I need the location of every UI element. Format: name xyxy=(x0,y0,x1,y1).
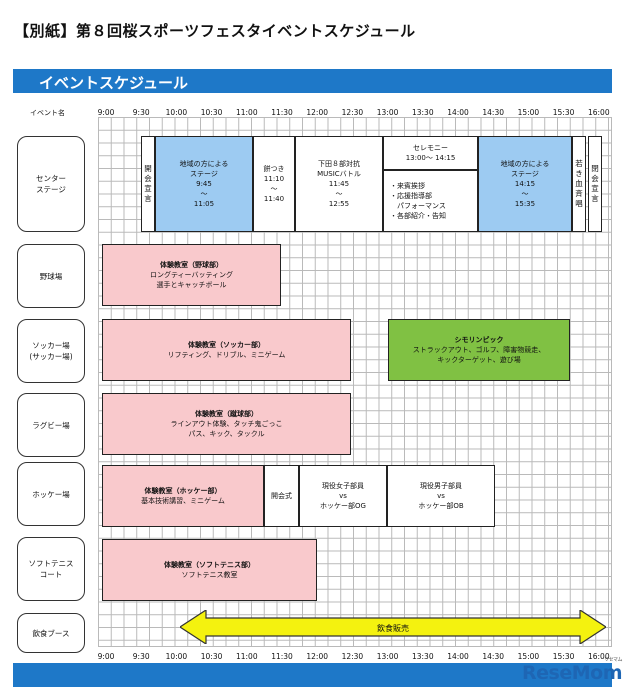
header-time-label: 11:00 xyxy=(235,108,258,117)
header-time-label: 10:00 xyxy=(165,108,188,117)
footer-time-label: 11:30 xyxy=(271,652,293,661)
footer-time-label: 10:30 xyxy=(200,652,223,661)
venue-food-booth: 飲食ブース xyxy=(17,613,85,653)
resemom-logo: ReseMom リセマム xyxy=(522,657,622,684)
event-title: 地域の方による ステージ xyxy=(179,160,229,178)
event-local-stage-1: 地域の方による ステージ 9:45 〜 11:05 xyxy=(155,136,253,232)
event-baseball-clinic: 体験教室（野球部） ロングティーバッティング 選手とキャッチボール xyxy=(102,244,281,306)
event-ceremony-details: ・来賓挨拶 ・応援指導部 パフォーマンス ・各部紹介・告知 xyxy=(383,170,478,232)
footer-time-label: 12:30 xyxy=(341,652,364,661)
venue-hockey: ホッケー場 xyxy=(17,462,85,526)
footer-time-label: 9:30 xyxy=(132,652,150,661)
event-time: 11:45 〜 12:55 xyxy=(328,180,350,208)
event-desc: ラインアウト体験、タッチ鬼ごっこ パス、キック、タックル xyxy=(170,420,283,438)
footer-time-label: 14:30 xyxy=(482,652,504,661)
event-ceremony: セレモニー 13:00〜 14:15 xyxy=(383,136,478,170)
header-time-label: 9:30 xyxy=(132,108,150,117)
event-mochitsuki: 餅つき 11:10 〜 11:40 xyxy=(253,136,295,232)
header-time-label: 14:30 xyxy=(482,108,504,117)
header-time-label: 12:00 xyxy=(306,108,328,117)
header-time-label: 12:30 xyxy=(341,108,364,117)
event-local-stage-2: 地域の方による ステージ 14:15 〜 15:35 xyxy=(478,136,572,232)
header-time-label: 13:30 xyxy=(411,108,434,117)
header-time-label: 14:00 xyxy=(447,108,469,117)
event-softtennis-clinic: 体験教室（ソフトテニス部） ソフトテニス教室 xyxy=(102,539,317,601)
event-opening-declaration: 開 会 宣 言 xyxy=(141,136,155,232)
header-time-label: 10:30 xyxy=(200,108,223,117)
banner-bar: イベントスケジュール xyxy=(13,69,612,93)
venue-baseball: 野球場 xyxy=(17,244,85,308)
event-hockey-clinic: 体験教室（ホッケー部） 基本技術講習、ミニゲーム xyxy=(102,465,264,527)
logo-text: ReseMom xyxy=(522,662,622,684)
event-hockey-men-vs-ob: 現役男子部員 vs ホッケー部OB xyxy=(387,465,495,527)
event-time: 9:45 〜 11:05 xyxy=(193,180,215,208)
event-closing-declaration: 閉 会 宣 言 xyxy=(588,136,602,232)
footer-time-label: 13:30 xyxy=(411,652,434,661)
event-hockey-opening-ceremony: 開会式 xyxy=(264,465,299,527)
event-desc: ソフトテニス教室 xyxy=(181,571,238,579)
food-sales-arrow: 飲食販売 xyxy=(180,610,606,644)
document-title: 【別紙】第８回桜スポーツフェスタイベントスケジュール xyxy=(14,22,416,40)
footer-bar xyxy=(13,663,612,687)
footer-time-label: 16:00 xyxy=(587,652,610,661)
event-name-header: イベント名 xyxy=(30,109,65,117)
header-time-label: 15:00 xyxy=(517,108,540,117)
event-desc: ストラックアウト、ゴルフ、障害物競走、 キックターゲット、遊び場 xyxy=(412,346,546,364)
event-anthem: 若 き 血 斉 唱 xyxy=(572,136,586,232)
logo-subtext: リセマム xyxy=(603,657,623,663)
event-desc: 基本技術講習、ミニゲーム xyxy=(141,497,225,505)
header-time-label: 16:00 xyxy=(587,108,610,117)
event-shimolympic: シモリンピック ストラックアウト、ゴルフ、障害物競走、 キックターゲット、遊び場 xyxy=(388,319,570,381)
event-title: 体験教室（ソフトテニス部） xyxy=(164,561,255,569)
event-title: 下田８部対抗 MUSICバトル xyxy=(317,160,361,178)
banner-title: イベントスケジュール xyxy=(39,74,188,92)
footer-time-label: 15:00 xyxy=(517,652,540,661)
event-time: 14:15 〜 15:35 xyxy=(514,180,536,208)
event-title: シモリンピック xyxy=(454,336,504,344)
footer-time-label: 13:00 xyxy=(376,652,399,661)
event-rugby-clinic: 体験教室（蹴球部） ラインアウト体験、タッチ鬼ごっこ パス、キック、タックル xyxy=(102,393,351,455)
event-desc: ロングティーバッティング 選手とキャッチボール xyxy=(149,271,234,289)
event-desc: リフティング、ドリブル、ミニゲーム xyxy=(167,351,286,359)
footer-time-label: 10:00 xyxy=(165,652,188,661)
header-time-label: 11:30 xyxy=(271,108,293,117)
venue-softtennis: ソフトテニス コート xyxy=(17,537,85,601)
event-soccer-clinic: 体験教室（ソッカー部） リフティング、ドリブル、ミニゲーム xyxy=(102,319,351,381)
event-title: 体験教室（野球部） xyxy=(160,261,223,269)
event-music-battle: 下田８部対抗 MUSICバトル 11:45 〜 12:55 xyxy=(295,136,383,232)
food-sales-label: 飲食販売 xyxy=(377,623,409,633)
event-title: 体験教室（ソッカー部） xyxy=(188,341,265,349)
event-title: 体験教室（蹴球部） xyxy=(195,410,258,418)
venue-rugby: ラグビー場 xyxy=(17,393,85,457)
header-time-label: 9:00 xyxy=(97,108,115,117)
footer-time-label: 9:00 xyxy=(97,652,115,661)
footer-time-label: 14:00 xyxy=(447,652,469,661)
venue-soccer: ソッカー場 (サッカー場) xyxy=(17,319,85,383)
footer-time-label: 12:00 xyxy=(306,652,328,661)
header-time-label: 15:30 xyxy=(552,108,575,117)
event-hockey-women-vs-og: 現役女子部員 vs ホッケー部OG xyxy=(299,465,387,527)
venue-center-stage: センター ステージ xyxy=(17,136,85,232)
header-time-label: 13:00 xyxy=(376,108,399,117)
footer-time-label: 15:30 xyxy=(552,652,575,661)
double-arrow-shape xyxy=(180,610,606,644)
event-title: 体験教室（ホッケー部） xyxy=(144,487,222,495)
footer-time-label: 11:00 xyxy=(235,652,258,661)
event-title: 地域の方による ステージ xyxy=(500,160,550,178)
